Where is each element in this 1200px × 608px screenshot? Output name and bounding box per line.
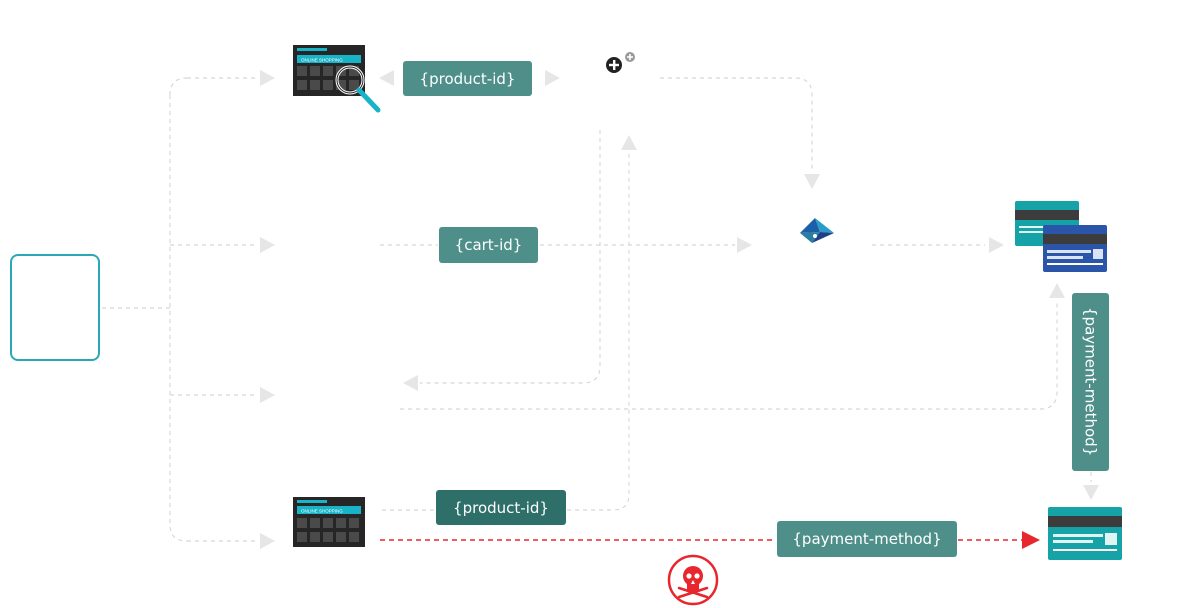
gateway-logo-icon	[800, 218, 834, 243]
product-id-label-bottom: {product-id}	[436, 490, 566, 525]
skull-icon	[667, 554, 719, 606]
client-node	[10, 254, 100, 361]
cart-id-label: {cart-id}	[439, 227, 538, 263]
connector-bottom-product-right	[567, 153, 630, 511]
connector-payment-return	[400, 302, 1058, 410]
arrowhead-to-shop	[379, 70, 394, 86]
shop-banner-text-bottom: ONLINE SHOPPING	[301, 509, 343, 514]
arrowhead-branch-1	[260, 70, 275, 86]
arrowhead-up-to-add	[621, 135, 637, 150]
connector-trunk-vertical	[169, 77, 188, 542]
shop-search-icon: ONLINE SHOPPING	[293, 45, 381, 113]
shop-banner-text: ONLINE SHOPPING	[301, 58, 343, 63]
arrowhead-branch-3	[260, 387, 275, 403]
connector-loop-vertical	[420, 130, 601, 384]
add-service-icon	[606, 52, 635, 73]
arrowhead-loop-left	[403, 375, 418, 391]
arrowhead-branch-4	[260, 533, 275, 549]
shop-icon: ONLINE SHOPPING	[293, 497, 365, 547]
arrowhead-to-cards	[989, 237, 1004, 253]
credit-card-icon	[1048, 507, 1122, 560]
arrowhead-branch-2	[260, 237, 275, 253]
arrowhead-up-to-cards	[1049, 283, 1065, 298]
connector-top-right	[660, 77, 813, 170]
product-id-label-top: {product-id}	[403, 61, 532, 96]
arrowhead-down-to-card	[1083, 485, 1099, 500]
payment-method-label-attack: {payment-method}	[777, 521, 957, 557]
arrowhead-to-add-service	[545, 70, 560, 86]
arrowhead-to-gateway-down	[804, 174, 820, 189]
credit-cards-icon	[1015, 201, 1107, 272]
payment-method-label-vertical: {payment-method}	[1072, 293, 1109, 471]
arrowheads	[260, 70, 1099, 549]
arrowhead-to-gateway	[737, 237, 752, 253]
attack-arrowhead	[1022, 531, 1040, 549]
